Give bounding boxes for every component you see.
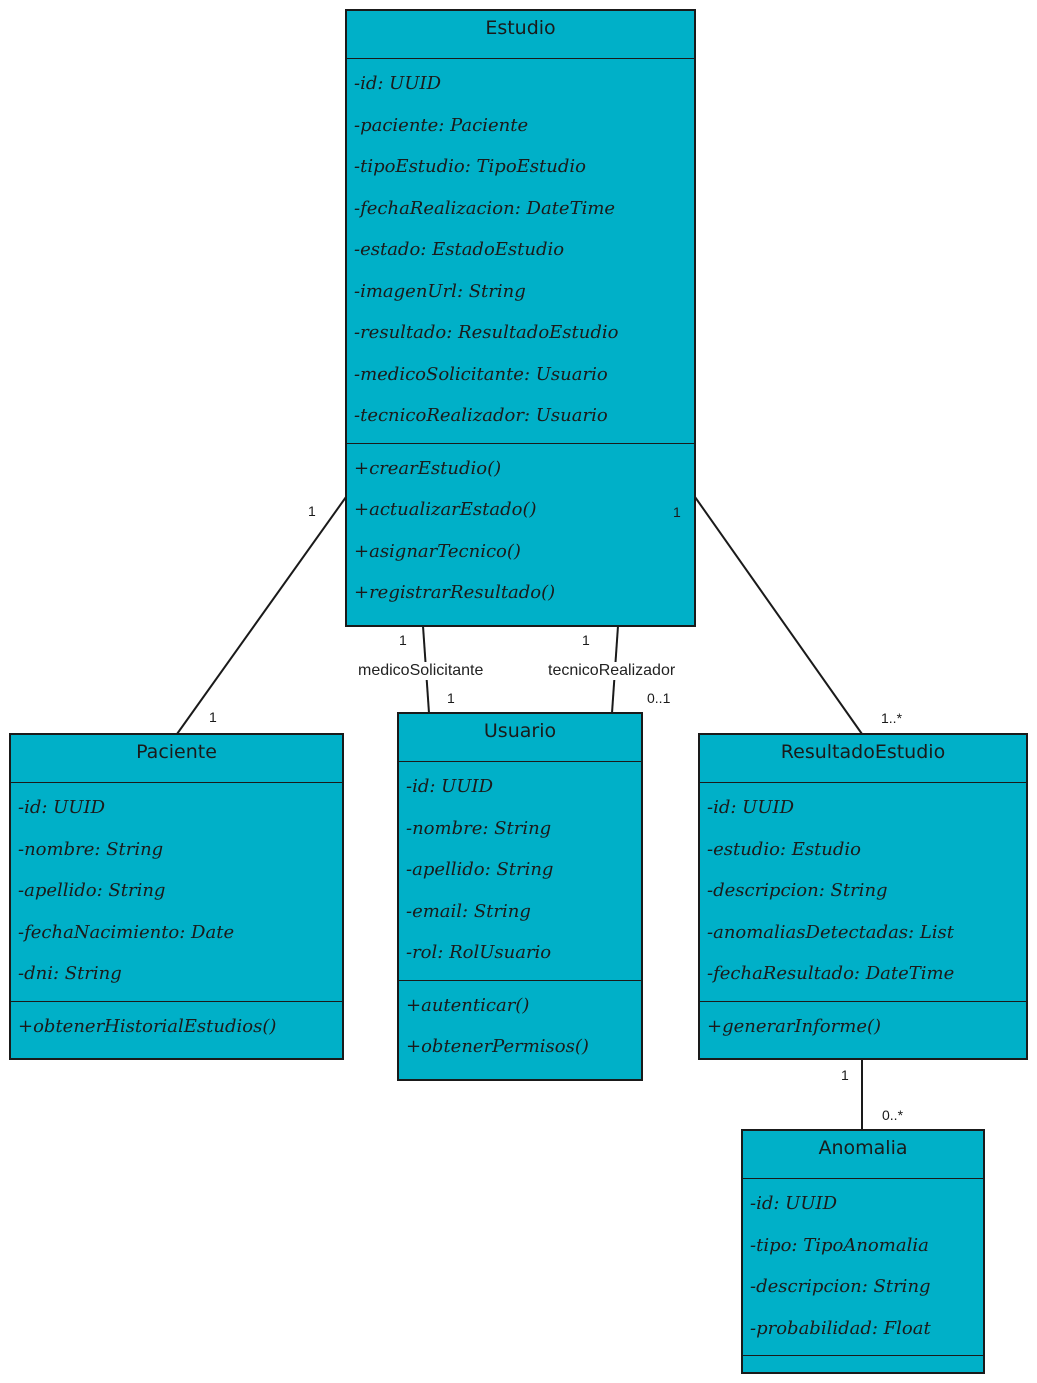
attribute: -fechaRealizacion: DateTime <box>354 197 616 219</box>
attribute: -apellido: String <box>18 880 166 901</box>
mult-estudio-medico-target: 1 <box>447 690 455 706</box>
line-estudio-resultado <box>694 496 863 735</box>
class-title: Usuario <box>399 714 641 762</box>
mult-resultado-anomalia-target: 0..* <box>882 1107 904 1123</box>
method: +asignarTecnico() <box>354 540 521 562</box>
class-title: Paciente <box>11 735 342 783</box>
class-anomalia[interactable]: Anomalia -id: UUID -tipo: TipoAnomalia -… <box>741 1129 985 1374</box>
attributes-section: -id: UUID -nombre: String -apellido: Str… <box>399 762 641 981</box>
attributes-section: -id: UUID -nombre: String -apellido: Str… <box>11 783 342 1002</box>
attribute: -imagenUrl: String <box>354 280 526 302</box>
attributes-section: -id: UUID -estudio: Estudio -descripcion… <box>700 783 1026 1002</box>
class-title: Estudio <box>347 11 694 59</box>
attribute: -tipo: TipoAnomalia <box>750 1234 929 1256</box>
attribute: -descripcion: String <box>750 1276 931 1297</box>
attribute: -id: UUID <box>406 776 494 797</box>
mult-estudio-medico-source: 1 <box>399 632 407 648</box>
attribute: -id: UUID <box>707 797 795 818</box>
method: +obtenerHistorialEstudios() <box>18 1015 277 1037</box>
class-usuario[interactable]: Usuario -id: UUID -nombre: String -apell… <box>397 712 643 1081</box>
attribute: -estudio: Estudio <box>707 838 862 860</box>
attribute: -tipoEstudio: TipoEstudio <box>354 156 586 177</box>
class-resultado-estudio[interactable]: ResultadoEstudio -id: UUID -estudio: Est… <box>698 733 1028 1060</box>
mult-estudio-paciente-source: 1 <box>308 503 316 519</box>
attribute: -id: UUID <box>750 1193 838 1214</box>
attribute: -fechaResultado: DateTime <box>707 963 955 984</box>
attribute: -medicoSolicitante: Usuario <box>354 363 608 385</box>
attribute: -id: UUID <box>18 797 106 818</box>
attribute: -id: UUID <box>354 73 442 94</box>
class-estudio[interactable]: Estudio -id: UUID -paciente: Paciente -t… <box>345 9 696 627</box>
method: +registrarResultado() <box>354 582 556 603</box>
attribute: -descripcion: String <box>707 880 888 901</box>
method: +generarInforme() <box>707 1015 882 1037</box>
mult-estudio-resultado-source: 1 <box>673 504 681 520</box>
method: +obtenerPermisos() <box>406 1036 589 1057</box>
role-label-medico-solicitante: medicoSolicitante <box>356 662 486 680</box>
mult-estudio-resultado-target: 1..* <box>881 710 903 726</box>
methods-section <box>743 1356 983 1364</box>
mult-estudio-tecnico-target: 0..1 <box>647 690 671 706</box>
attribute: -dni: String <box>18 963 122 984</box>
attribute: -probabilidad: Float <box>750 1317 931 1339</box>
attribute: -email: String <box>406 900 531 922</box>
attribute: -resultado: ResultadoEstudio <box>354 322 619 343</box>
attribute: -fechaNacimiento: Date <box>18 921 235 943</box>
role-label-tecnico-realizador: tecnicoRealizador <box>546 662 678 680</box>
attributes-section: -id: UUID -paciente: Paciente -tipoEstud… <box>347 59 694 444</box>
class-title: Anomalia <box>743 1131 983 1179</box>
attribute: -nombre: String <box>406 817 552 839</box>
class-paciente[interactable]: Paciente -id: UUID -nombre: String -apel… <box>9 733 344 1060</box>
mult-estudio-paciente-target: 1 <box>209 709 217 725</box>
methods-section: +obtenerHistorialEstudios() <box>11 1002 342 1054</box>
attributes-section: -id: UUID -tipo: TipoAnomalia -descripci… <box>743 1179 983 1356</box>
attribute: -tecnicoRealizador: Usuario <box>354 405 608 426</box>
methods-section: +crearEstudio() +actualizarEstado() +asi… <box>347 444 694 620</box>
methods-section: +autenticar() +obtenerPermisos() <box>399 981 641 1074</box>
attribute: -estado: EstadoEstudio <box>354 239 565 260</box>
attribute: -paciente: Paciente <box>354 114 529 136</box>
class-title: ResultadoEstudio <box>700 735 1026 783</box>
method: +autenticar() <box>406 994 530 1016</box>
method: +actualizarEstado() <box>354 499 537 520</box>
attribute: -apellido: String <box>406 859 554 880</box>
method: +crearEstudio() <box>354 457 502 479</box>
mult-resultado-anomalia-source: 1 <box>841 1067 849 1083</box>
attribute: -anomaliasDetectadas: List <box>707 921 954 943</box>
methods-section: +generarInforme() <box>700 1002 1026 1054</box>
attribute: -rol: RolUsuario <box>406 942 552 963</box>
mult-estudio-tecnico-source: 1 <box>582 632 590 648</box>
line-estudio-paciente <box>176 496 347 735</box>
attribute: -nombre: String <box>18 838 164 860</box>
